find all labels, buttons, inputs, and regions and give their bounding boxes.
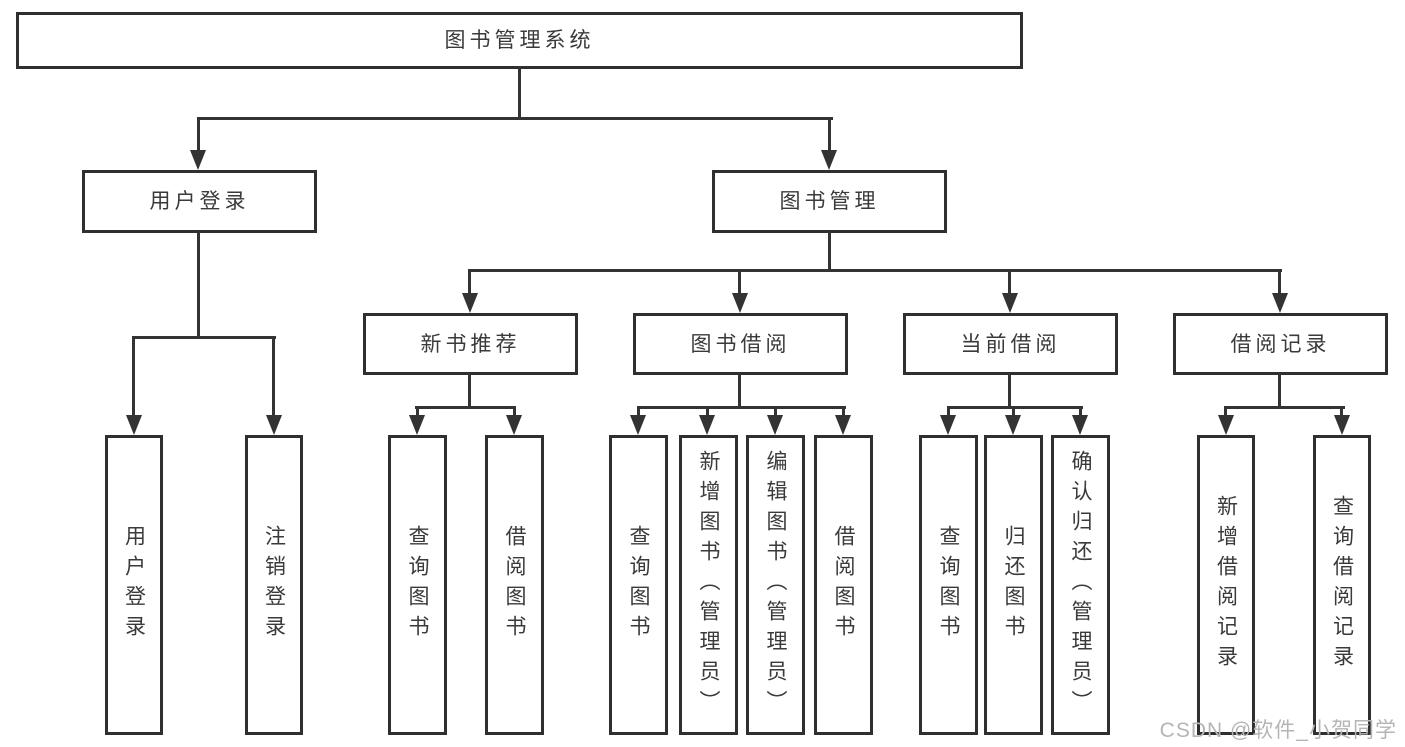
- arrow-down-icon: [266, 415, 282, 435]
- leaf-add-borrow-record: 新增借阅记录: [1197, 435, 1255, 735]
- connector-new-book-rail: [415, 406, 516, 409]
- leaf-edit-book-admin: 编辑图书（管理员）: [746, 435, 805, 735]
- connector-book-borrowing-stem: [738, 373, 741, 409]
- arrow-down-icon: [940, 415, 956, 435]
- node-user-login: 用户登录: [82, 170, 317, 233]
- arrow-down-icon: [699, 415, 715, 435]
- node-book-borrowing: 图书借阅: [633, 313, 848, 375]
- connector-current-borrowing-rail: [947, 406, 1083, 409]
- arrow-down-icon: [1002, 293, 1018, 313]
- node-new-book-recommendation: 新书推荐: [363, 313, 578, 375]
- connector-root-stem: [518, 66, 521, 120]
- leaf-query-borrow-record: 查询借阅记录: [1313, 435, 1371, 735]
- connector-to-user-login: [197, 117, 200, 153]
- arrow-down-icon: [1072, 415, 1088, 435]
- leaf-query-books-borrowing: 查询图书: [609, 435, 668, 735]
- watermark: CSDN @软件_小贺同学: [1159, 719, 1397, 742]
- connector-leaf: [706, 406, 709, 418]
- connector-leaf: [513, 406, 516, 418]
- arrow-down-icon: [732, 293, 748, 313]
- connector-leaf: [1340, 406, 1343, 418]
- leaf-return-book: 归还图书: [984, 435, 1043, 735]
- leaf-borrow-books: 借阅图书: [814, 435, 873, 735]
- connector-leaf: [774, 406, 777, 418]
- arrow-down-icon: [409, 415, 425, 435]
- node-borrowing-records: 借阅记录: [1173, 313, 1388, 375]
- connector-leaf: [416, 406, 419, 418]
- node-library-management-system: 图书管理系统: [16, 12, 1023, 69]
- leaf-query-books-recommend: 查询图书: [388, 435, 447, 735]
- node-book-management: 图书管理: [712, 170, 947, 233]
- connector-book-management-stem: [828, 231, 831, 271]
- connector-borrow-records-stem: [1278, 373, 1281, 409]
- connector-to-new-book: [468, 269, 471, 296]
- connector-borrow-records-rail: [1224, 406, 1345, 409]
- leaf-user-login: 用户登录: [105, 435, 163, 735]
- node-current-borrowing: 当前借阅: [903, 313, 1118, 375]
- connector-to-current-borrowing: [1008, 269, 1011, 296]
- connector-to-book-borrowing: [738, 269, 741, 296]
- connector-leaf: [842, 406, 845, 418]
- connector-to-book-management: [828, 117, 831, 153]
- arrow-down-icon: [462, 293, 478, 313]
- arrow-down-icon: [630, 415, 646, 435]
- connector-user-login-stem: [197, 231, 200, 338]
- leaf-add-book-admin: 新增图书（管理员）: [679, 435, 738, 735]
- connector-new-book-stem: [468, 373, 471, 409]
- leaf-confirm-return-admin: 确认归还（管理员）: [1051, 435, 1110, 735]
- connector-to-leaf-logout: [272, 336, 275, 418]
- arrow-down-icon: [767, 415, 783, 435]
- connector-user-login-rail: [132, 336, 276, 339]
- connector-leaf: [947, 406, 950, 418]
- connector-leaf: [1012, 406, 1015, 418]
- arrow-down-icon: [126, 415, 142, 435]
- connector-leaf: [637, 406, 640, 418]
- connector-to-borrow-records: [1278, 269, 1281, 296]
- connector-book-borrowing-rail: [637, 406, 846, 409]
- arrow-down-icon: [821, 150, 837, 170]
- leaf-query-books-current: 查询图书: [919, 435, 978, 735]
- arrow-down-icon: [1005, 415, 1021, 435]
- connector-level2-rail: [197, 117, 833, 120]
- arrow-down-icon: [506, 415, 522, 435]
- leaf-logout: 注销登录: [245, 435, 303, 735]
- arrow-down-icon: [1334, 415, 1350, 435]
- connector-to-leaf-user-login: [132, 336, 135, 418]
- connector-current-borrowing-stem: [1008, 373, 1011, 409]
- arrow-down-icon: [190, 150, 206, 170]
- connector-leaf: [1079, 406, 1082, 418]
- arrow-down-icon: [1218, 415, 1234, 435]
- arrow-down-icon: [1272, 293, 1288, 313]
- connector-leaf: [1224, 406, 1227, 418]
- arrow-down-icon: [835, 415, 851, 435]
- leaf-borrow-books-recommend: 借阅图书: [485, 435, 544, 735]
- connector-level3-rail: [469, 269, 1282, 272]
